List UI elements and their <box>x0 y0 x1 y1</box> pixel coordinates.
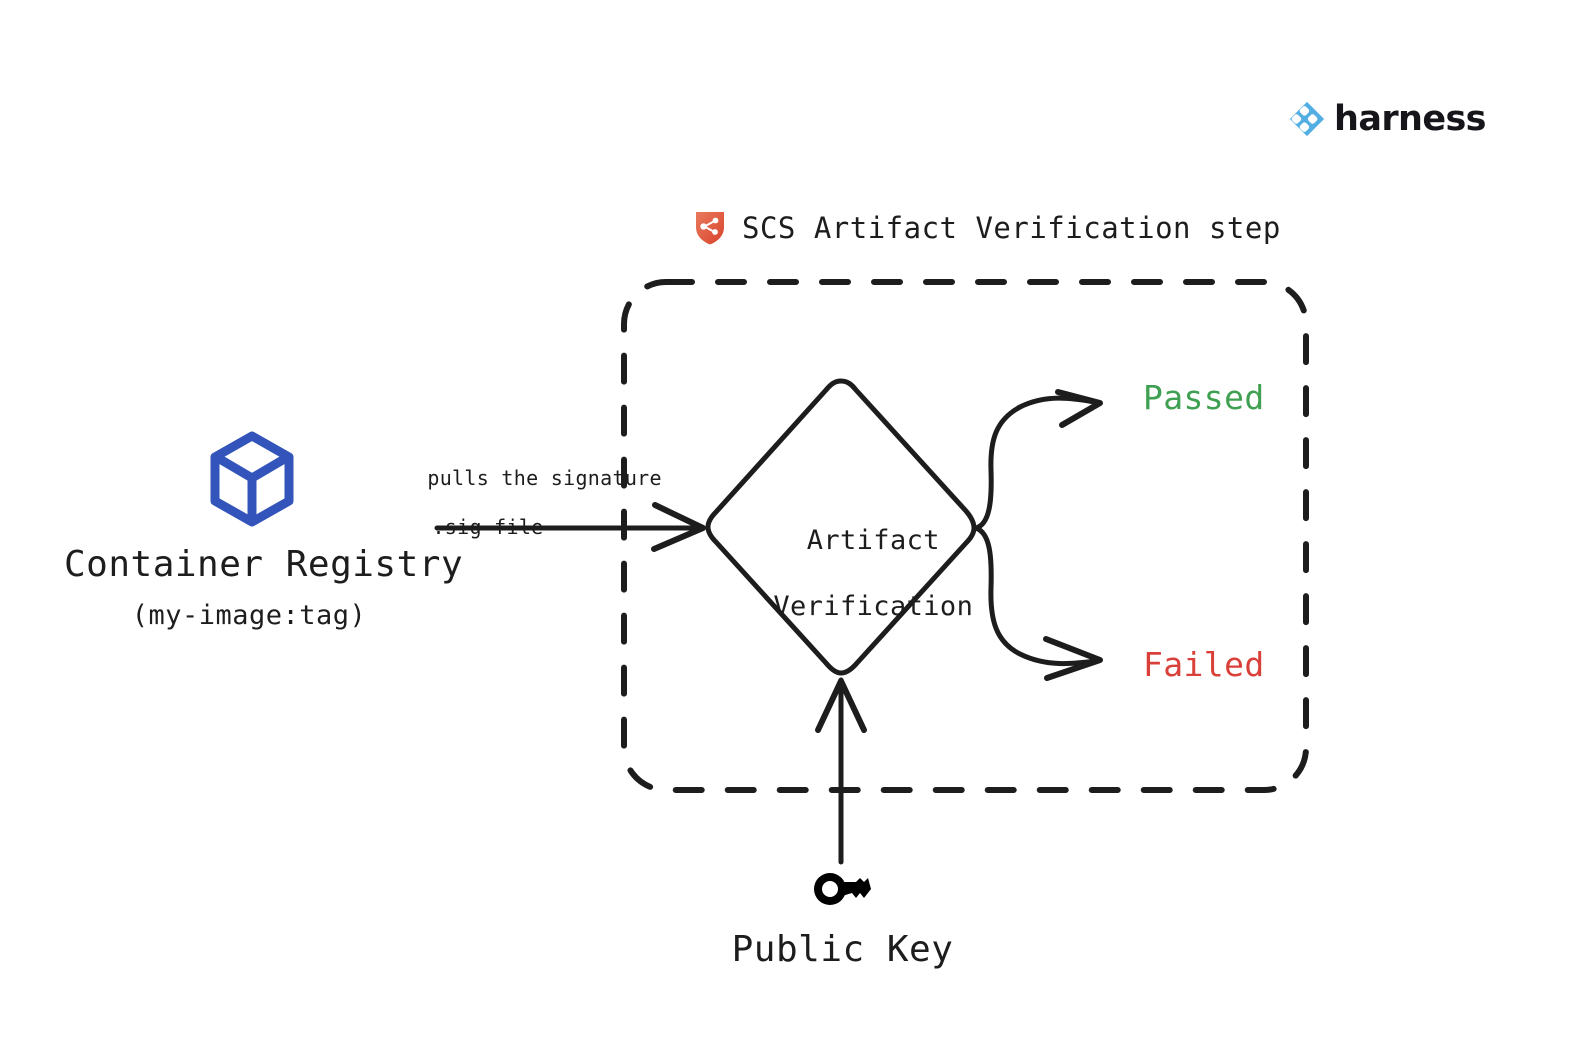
scs-shield-icon <box>696 212 724 245</box>
edge-publickey-to-verification <box>815 677 867 865</box>
edge-verification-outcomes <box>973 389 1103 681</box>
key-icon <box>814 873 871 905</box>
scs-step-boundary <box>621 279 1309 793</box>
edge-label-line1: pulls the signature <box>427 466 662 491</box>
harness-diamond-logo-icon <box>1289 101 1325 137</box>
step-title-row: SCS Artifact Verification step <box>694 210 1281 246</box>
harness-wordmark: harness <box>1334 98 1487 139</box>
harness-logo: harness <box>1288 98 1487 139</box>
edge-registry-to-verification <box>434 502 706 552</box>
container-box-icon <box>210 431 294 527</box>
step-title-text: SCS Artifact Verification step <box>742 211 1281 245</box>
outcome-passed-label: Passed <box>1143 378 1265 417</box>
outcome-failed-label: Failed <box>1143 645 1265 684</box>
registry-subtitle: (my-image:tag) <box>131 600 367 631</box>
decision-node-label: Artifact Verification <box>700 492 980 657</box>
edge-label-line2: .sig file <box>432 515 544 540</box>
artifact-verification-diamond <box>705 378 977 676</box>
decision-label-line2: Verification <box>773 590 974 622</box>
public-key-label: Public Key <box>731 929 954 970</box>
decision-label-line1: Artifact <box>806 524 940 556</box>
edge-label-pulls-signature: pulls the signature .sig file <box>378 442 661 588</box>
registry-title: Container Registry <box>64 544 464 585</box>
